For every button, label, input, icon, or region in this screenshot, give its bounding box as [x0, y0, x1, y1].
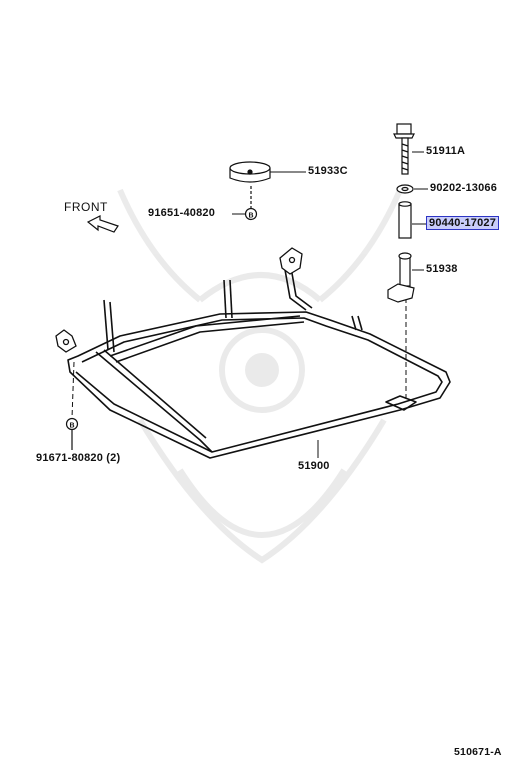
- leader-lines: [232, 151, 428, 458]
- front-label: FRONT: [64, 200, 108, 214]
- right-hinge-bracket: [279, 247, 303, 275]
- part-label-51933c[interactable]: 51933C: [308, 165, 348, 177]
- collar-90440-icon: [398, 201, 412, 239]
- part-label-51911a[interactable]: 51911A: [426, 145, 466, 157]
- pad-51933c-icon: [229, 161, 271, 183]
- washer-90202-icon: [396, 184, 414, 194]
- part-label-51938[interactable]: 51938: [426, 263, 458, 275]
- part-label-90440-17027[interactable]: 90440-17027: [426, 216, 500, 230]
- support-51938-icon: [387, 252, 415, 303]
- callout-letter-b-2: B: [69, 423, 74, 430]
- clip-91671-icon: [65, 417, 79, 450]
- clip-dash: [71, 361, 75, 419]
- watermark-emblem: [117, 188, 403, 564]
- callout-letter-b: B: [248, 213, 253, 220]
- part-label-91671-80820[interactable]: 91671-80820 (2): [36, 452, 121, 464]
- front-arrow-icon: [86, 215, 119, 233]
- bolt-51911a-icon: [393, 123, 415, 175]
- reference-code: 510671-A: [454, 746, 502, 758]
- part-label-90202-13066[interactable]: 90202-13066: [430, 182, 498, 194]
- part-label-91651-40820[interactable]: 91651-40820: [148, 207, 216, 219]
- left-bracket: [55, 329, 77, 353]
- part-label-51900[interactable]: 51900: [298, 460, 330, 472]
